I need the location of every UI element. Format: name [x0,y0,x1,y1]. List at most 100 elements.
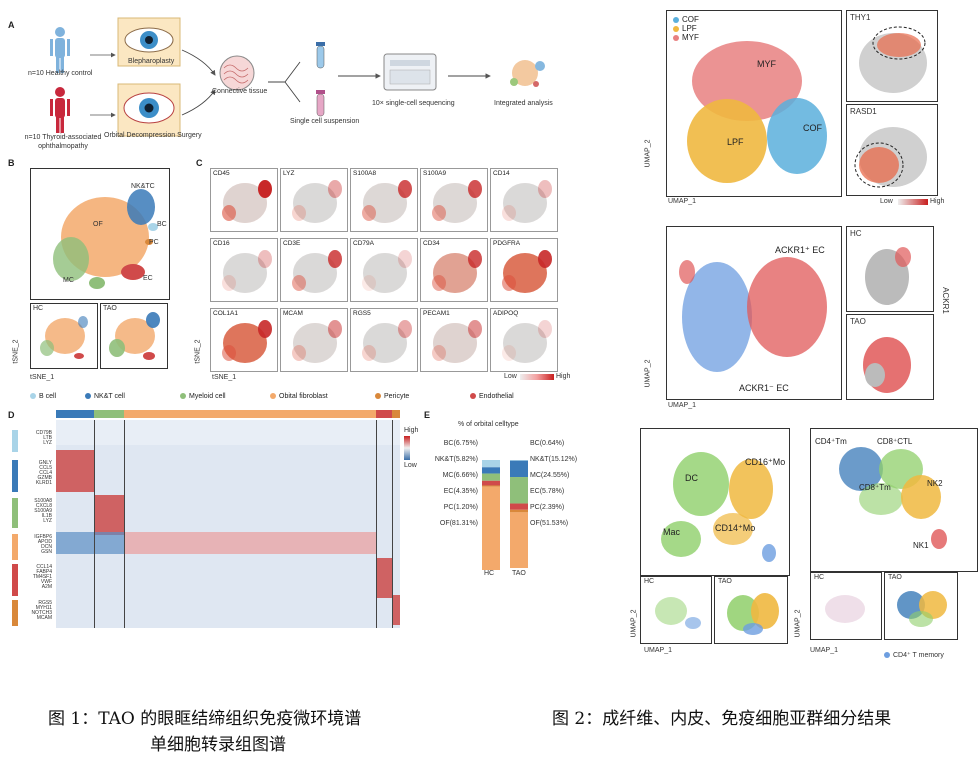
feature-plot-title: CD79A [353,240,374,247]
panel-b-yaxis: tSNE_2 [12,339,20,364]
tube-icon [316,42,325,69]
panel-e-tao-labels-item: MC(24.55%) [530,472,570,479]
panel-e-tao-label: TAO [512,570,526,577]
myeloid-hc-title: HC [644,578,655,585]
feature-plot-pdgfra: PDGFRA [490,238,558,302]
panel-b-xaxis: tSNE_1 [30,374,55,381]
tcell-umap: CD4⁺Tm CD8⁺CTL CD8⁺Tm NK2 NK1 [810,428,978,572]
hc-label: n=10 Healthy control [28,70,93,77]
legend-label: Pericyte [384,393,410,400]
legend-dot [180,393,186,400]
gene-label: KLRD1 [35,480,52,486]
feature-plot-pecam1: PECAM1 [420,308,488,372]
panel-e-stacked-bars [482,460,528,570]
panel-e-hc-labels-item: OF(81.31%) [439,520,478,527]
rasd1-plot: RASD1 [846,104,938,196]
fibro-legend-item: MYF [673,33,699,42]
integrated-umap-icon [510,60,545,87]
tcell-label-cd8ctl: CD8⁺CTL [877,437,913,446]
integrated-label: Integrated analysis [494,100,553,107]
myeloid-hc-plot: HC [640,576,712,644]
thy1-plot: THY1 [846,10,938,102]
fibro-label-cof: COF [803,123,822,133]
cluster-label-nktc: NK&TC [131,183,155,190]
panel-e-tao-labels-item: OF(51.53%) [530,520,569,527]
feature-plot-lyz: LYZ [280,168,348,232]
feature-plot-title: PDGFRA [493,240,521,247]
tao-bar-segment-5 [510,512,528,569]
rasd1-title: RASD1 [850,107,877,116]
feature-plot-cd3e: CD3E [280,238,348,302]
feature-plot-title: CD34 [423,240,440,247]
gene-label: MCAM [36,615,52,621]
fibro-high: High [930,198,945,205]
feature-plot-cd14: CD14 [490,168,558,232]
myeloid-label-dc: DC [685,473,698,483]
panel-b-letter: B [8,158,15,168]
legend-dot [30,393,36,400]
tcell-hc-title: HC [814,574,825,581]
gene-label: A2M [41,584,52,590]
legend-dot [270,393,276,400]
endo-yaxis: UMAP_2 [644,359,652,388]
hc-bar-segment-4 [482,485,500,487]
cluster-label-bc: BC [157,221,167,228]
gene-label: GZMB [37,475,52,481]
feature-plot-cd79a: CD79A [350,238,418,302]
tube-icon [316,90,325,117]
legend-label: COF [682,15,699,24]
feature-plot-cd16: CD16 [210,238,278,302]
panel-c-high: High [556,373,571,380]
legend-item-5: Endothelial [470,393,514,400]
legend-dot [673,34,679,41]
endo-label-pos: ACKR1⁺ EC [775,245,825,255]
hc-bar-segment-2 [482,473,500,481]
fibro-xaxis: UMAP_1 [668,198,697,205]
hc-bar-segment-3 [482,480,500,486]
feature-plot-title: CD45 [213,170,230,177]
figure1: A [8,17,630,755]
figure2-caption: 图 2：成纤维、内皮、免疫细胞亚群细分结果 [552,709,892,729]
panel-e-hc-labels-item: MC(6.66%) [442,472,478,479]
panel-e-tao-labels-item: NK&T(15.12%) [530,456,578,463]
endo-hc-title: HC [850,229,862,238]
legend-dot [673,25,679,32]
tao-bar-segment-3 [510,503,528,510]
myeloid-label-cd14: CD14⁺Mo [715,523,756,533]
gene-label: VWF [40,579,52,585]
feature-plot-title: PECAM1 [423,310,450,317]
fibro-yaxis: UMAP_2 [644,139,652,168]
tcell-label-cd8tm: CD8⁺Tm [859,483,891,492]
endo-tao-plot: TAO [846,314,934,400]
panel-d-colorbar [404,436,410,460]
gene-label: LYZ [43,440,52,446]
gene-label: DCN [41,544,52,550]
tcell-xaxis: UMAP_1 [810,647,839,654]
panel-d-low: Low [404,462,417,469]
feature-plot-title: CD3E [283,240,301,247]
gene-label: TM4SF1 [32,574,52,580]
myeloid-tao-title: TAO [718,578,732,585]
connective-tissue-icon [219,55,255,91]
tao-bar-segment-0 [510,460,528,461]
feature-plot-s100a8: S100A8 [350,168,418,232]
panel-c-low: Low [504,373,517,380]
gene-label: IL1B [41,513,52,519]
gene-label: GSN [41,549,52,555]
orbital-surgery-label: Orbital Decompression Surgery [104,132,202,139]
gene-label: LTB [43,435,52,441]
panel-c-letter: C [196,158,203,168]
legend-dot [673,16,679,23]
gene-label: LYZ [43,518,52,524]
cluster-label-ec: EC [143,275,153,282]
myeloid-label-cd16: CD16⁺Mo [745,457,786,467]
panel-c-xaxis: tSNE_1 [212,374,237,381]
suspension-label: Single cell suspension [290,118,360,125]
gene-label: RGS5 [38,600,52,606]
tcell-label-nk2: NK2 [927,479,943,488]
figure1-caption-line1: 图 1：TAO 的眼眶结缔组织免疫微环境谱 [48,709,362,729]
gene-label: CXCL8 [35,503,52,509]
